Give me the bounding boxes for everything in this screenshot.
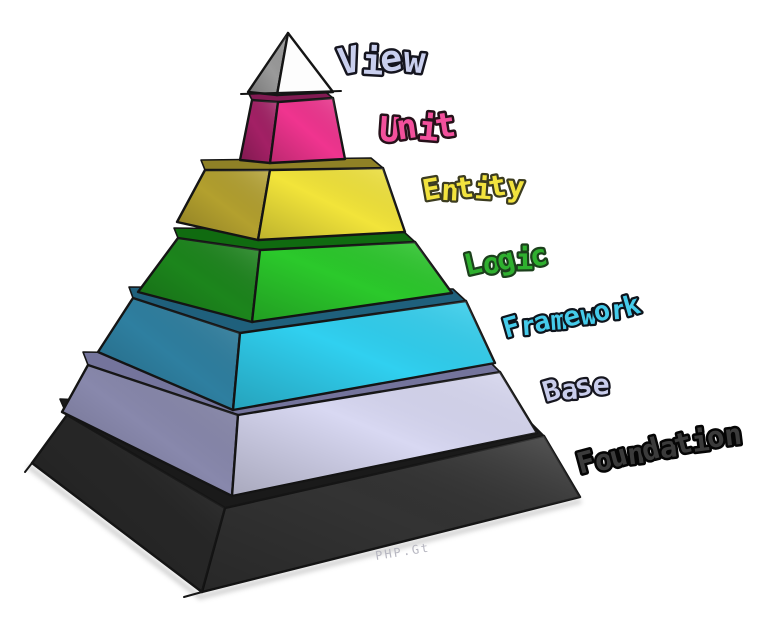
layer-entity <box>175 157 407 242</box>
label-foundation: Foundation <box>573 415 745 483</box>
sketch-stroke <box>240 90 342 95</box>
label-unit: Unit <box>376 105 457 152</box>
label-base: Base <box>539 364 614 411</box>
layer-view <box>240 31 342 97</box>
sketch-stroke <box>24 462 33 473</box>
layer-unit <box>238 89 347 165</box>
label-view: View <box>334 35 429 86</box>
sketch-stroke <box>183 591 203 598</box>
label-framework: Framework <box>499 289 644 347</box>
entity-front-face <box>256 166 407 242</box>
label-entity: Entity <box>420 167 527 210</box>
view-front-face <box>275 31 335 97</box>
unit-front-face <box>268 96 347 165</box>
label-logic: Logic <box>460 237 550 285</box>
